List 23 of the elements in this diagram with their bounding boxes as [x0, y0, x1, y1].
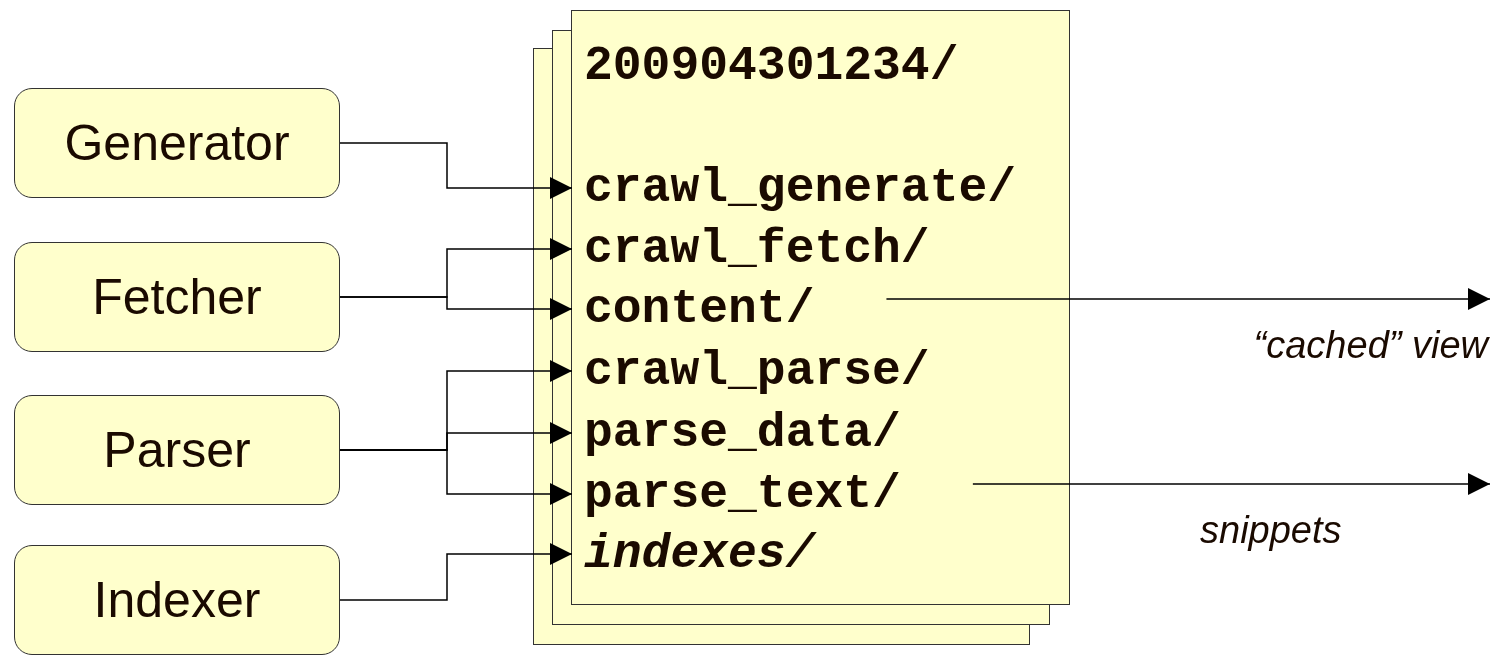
process-box — [14, 395, 340, 505]
folder-title: 200904301234/ — [583, 38, 960, 95]
directory-name: crawl_generate/ — [572, 158, 1029, 218]
box-label: Generator — [64, 114, 290, 172]
directory-name: parse_text/ — [572, 464, 913, 524]
directory-name: crawl_fetch/ — [572, 219, 942, 279]
directory-name: parse_data/ — [572, 403, 913, 463]
folder-sheet — [571, 10, 1070, 605]
arrow — [339, 142, 573, 199]
arrow — [339, 543, 573, 601]
arrow — [972, 473, 1491, 495]
arrow — [339, 449, 573, 505]
directory-name: crawl_parse/ — [572, 341, 942, 401]
process-box — [14, 242, 340, 352]
box-label: Indexer — [93, 571, 261, 629]
box-label: Parser — [103, 421, 251, 479]
directory-name: content/ — [572, 279, 827, 339]
process-box — [14, 88, 340, 198]
process-box — [14, 545, 340, 655]
box-label: Fetcher — [92, 268, 262, 326]
arrow — [885, 288, 1491, 310]
directory-name: indexes/ — [572, 524, 827, 584]
arrow — [339, 296, 573, 320]
